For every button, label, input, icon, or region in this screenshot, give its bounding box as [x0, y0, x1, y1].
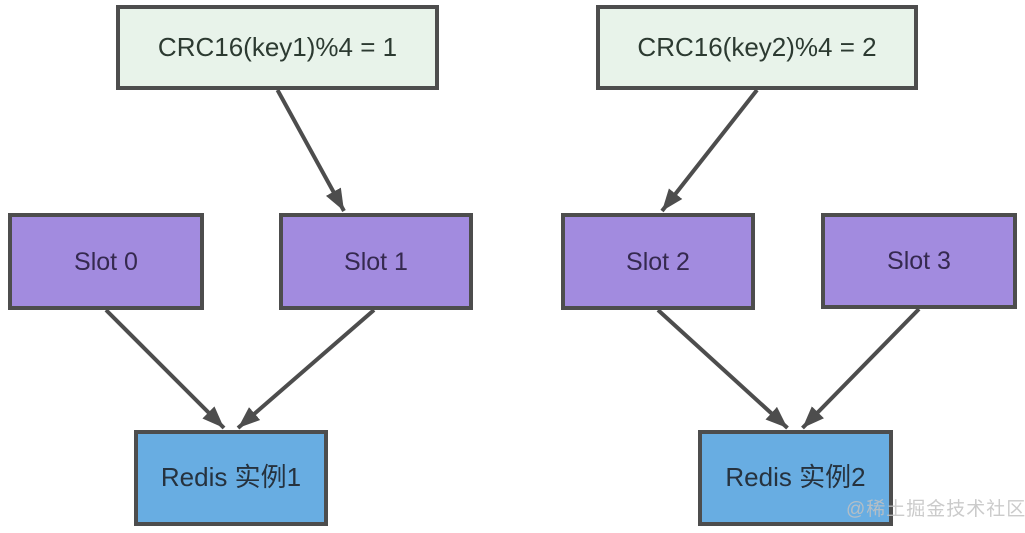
node-redis-instance-1-label: Redis 实例1	[160, 462, 302, 493]
edge-crc2-to-slot2	[660, 88, 759, 213]
node-slot-2: Slot 2	[561, 213, 755, 310]
watermark: @稀土掘金技术社区	[846, 499, 1025, 520]
node-slot-3: Slot 3	[821, 213, 1017, 309]
node-slot-1-label: Slot 1	[344, 247, 408, 276]
edge-slot2-to-redis2	[656, 308, 789, 430]
node-redis-instance-2-label: Redis 实例2	[725, 462, 866, 493]
edge-slot0-to-redis1	[104, 308, 226, 430]
edge-slot3-to-redis2	[801, 307, 921, 430]
edge-slot1-to-redis1	[236, 308, 376, 430]
node-slot-1: Slot 1	[279, 213, 473, 310]
node-crc16-key1: CRC16(key1)%4 = 1	[116, 5, 439, 90]
node-slot-0: Slot 0	[8, 213, 204, 310]
node-redis-instance-1: Redis 实例1	[134, 430, 328, 526]
node-crc16-key2: CRC16(key2)%4 = 2	[596, 5, 918, 90]
node-slot-2-label: Slot 2	[626, 247, 690, 276]
node-redis-instance-2: Redis 实例2	[698, 430, 893, 526]
node-slot-0-label: Slot 0	[74, 247, 138, 276]
edge-crc1-to-slot1	[275, 89, 346, 212]
node-crc16-key2-label: CRC16(key2)%4 = 2	[637, 31, 877, 62]
node-crc16-key1-label: CRC16(key1)%4 = 1	[157, 31, 398, 62]
node-slot-3-label: Slot 3	[887, 247, 951, 275]
